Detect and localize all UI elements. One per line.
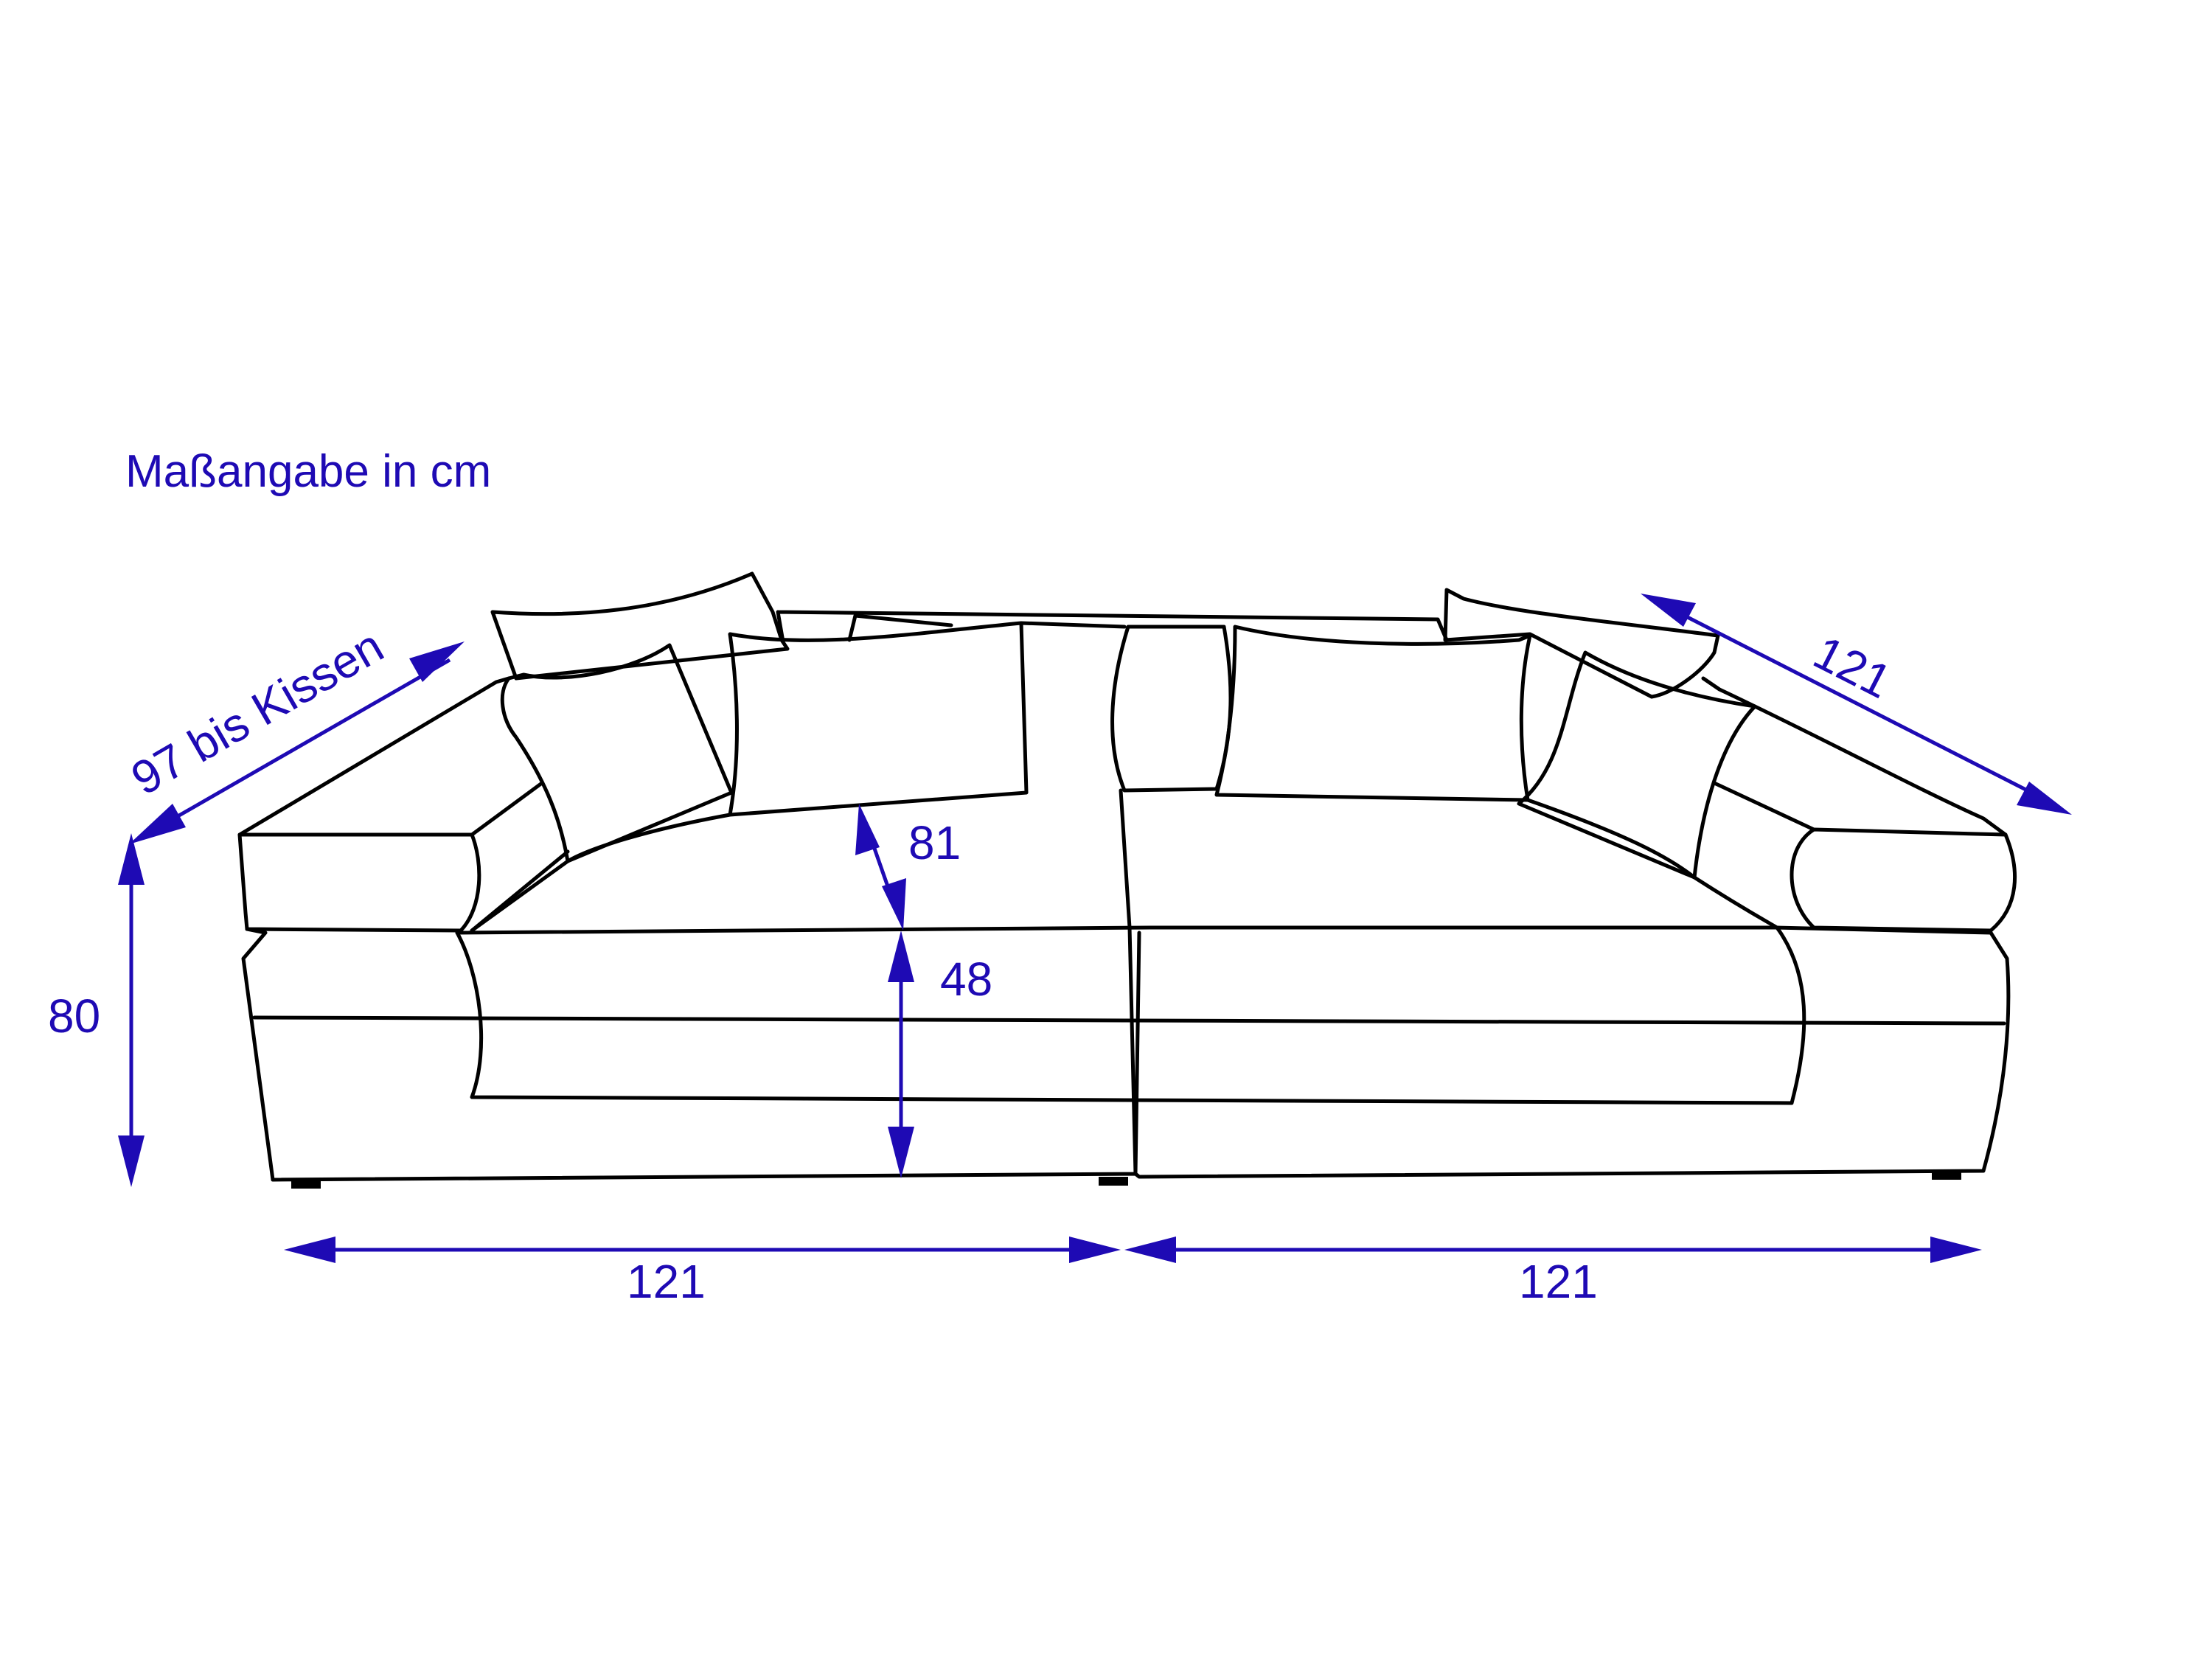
left-scatter-cushion xyxy=(500,643,734,863)
width-left-arrow-end xyxy=(1069,1237,1121,1263)
center-right-cushion xyxy=(1214,625,1532,802)
right-scatter-cushion xyxy=(1517,650,1757,880)
left-armrest-inner xyxy=(470,781,570,933)
depth-cushion-label: 97 bis Kissen xyxy=(122,619,392,805)
back-divider xyxy=(1019,621,1127,629)
seat-front-cushion-left xyxy=(455,925,1806,1105)
side-depth-arrow-end xyxy=(2017,782,2072,815)
seat-surface xyxy=(455,925,1993,935)
center-bolster xyxy=(1110,625,1233,793)
right-armrest xyxy=(1790,827,2017,933)
depth-cushion-arrow-end xyxy=(409,641,465,682)
sofa-back-inner xyxy=(847,613,953,642)
seat-height-arrow-bottom xyxy=(888,1127,914,1178)
seat-back-curve-right xyxy=(1526,798,1779,930)
width-left-arrow-start xyxy=(284,1237,335,1263)
center-seam xyxy=(1119,788,1138,1176)
base-band-line xyxy=(252,1015,2006,1026)
left-armrest-top xyxy=(237,676,511,837)
side-depth-dimension-line xyxy=(1669,606,2048,802)
side-depth-label: 121 xyxy=(1806,625,1900,709)
sofa-drawing xyxy=(237,571,2017,1189)
width-right-arrow-start xyxy=(1124,1237,1176,1263)
side-depth-arrow-start xyxy=(1641,594,1696,627)
height-label: 80 xyxy=(48,990,100,1043)
right-armrest-top xyxy=(1701,676,2008,837)
backrest-arrow-top xyxy=(855,804,880,855)
sofa-base xyxy=(241,927,2011,1182)
left-armrest xyxy=(237,832,481,933)
height-arrow-bottom xyxy=(118,1135,145,1187)
left-back-pillow xyxy=(490,571,790,681)
caption-text: Maßangabe in cm xyxy=(125,446,491,497)
right-armrest-inner xyxy=(1712,781,1816,832)
depth-cushion-arrow-start xyxy=(129,804,186,844)
width-left-label: 121 xyxy=(627,1255,706,1308)
right-foot xyxy=(1932,1171,1961,1180)
seat-height-arrow-top xyxy=(888,931,914,982)
center-foot xyxy=(1099,1177,1128,1186)
seat-height-label: 48 xyxy=(940,953,992,1006)
backrest-arrow-bottom xyxy=(882,878,906,931)
depth-cushion-dimension-line xyxy=(157,658,451,830)
height-arrow-top xyxy=(118,833,145,885)
left-foot xyxy=(291,1180,321,1189)
dimension-lines xyxy=(118,594,2072,1263)
seat-back-curve-left xyxy=(470,813,732,933)
backrest-label: 81 xyxy=(908,816,961,869)
right-back-pillow xyxy=(1443,588,1720,699)
width-right-arrow-end xyxy=(1930,1237,1982,1263)
width-right-label: 121 xyxy=(1519,1255,1598,1308)
